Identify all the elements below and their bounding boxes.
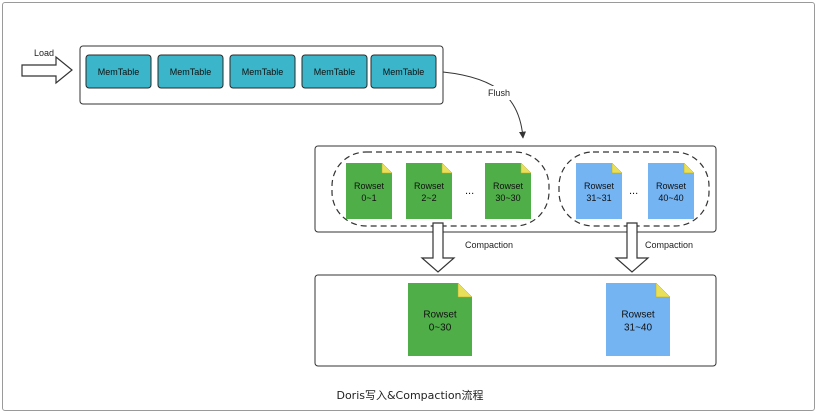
rowset-range: 0~1 (361, 193, 376, 203)
flush-label-bg (484, 86, 518, 100)
flush-label: Flush (488, 88, 510, 98)
compaction-label-right: Compaction (645, 240, 693, 250)
memtable-box: MemTable (370, 54, 437, 89)
memtable-label: MemTable (314, 67, 356, 77)
memtable-box: MemTable (157, 54, 224, 89)
green-rowset-doc: Rowset 2~2 (406, 162, 453, 219)
memtable-box: MemTable (301, 54, 368, 89)
load-label: Load (34, 48, 54, 58)
compacted-rowset-doc: Rowset 0~30 (408, 282, 473, 356)
memtable-box: MemTable (85, 54, 152, 89)
diagram-caption: Doris写入&Compaction流程 (336, 389, 484, 402)
compaction-label-left: Compaction (465, 240, 513, 250)
rowset-label: Rowset (584, 181, 615, 191)
green-rowset-doc: Rowset 30~30 (485, 162, 532, 219)
memtable-box: MemTable (229, 54, 296, 89)
rowset-range: 31~31 (586, 193, 611, 203)
memtable-label: MemTable (383, 67, 425, 77)
green-rowset-group (331, 151, 550, 227)
rowset-label: Rowset (354, 181, 385, 191)
blue-rowset-doc: Rowset 40~40 (648, 162, 695, 219)
rowset-range: 30~30 (495, 193, 520, 203)
rowset-range: 40~40 (658, 193, 683, 203)
ellipsis: ... (465, 185, 474, 197)
rowset-range: 2~2 (421, 193, 436, 203)
green-rowset-doc: Rowset 0~1 (346, 162, 393, 219)
rowset-label: Rowset (621, 310, 655, 321)
compacted-rowset-doc: Rowset 31~40 (606, 282, 671, 356)
compaction-arrow-right (614, 222, 650, 273)
rowset-range: 31~40 (624, 323, 653, 334)
flush-arrow (442, 71, 526, 139)
diagram-border (2, 2, 815, 411)
memtable-label: MemTable (170, 67, 212, 77)
ellipsis: ... (629, 185, 638, 197)
memtable-label: MemTable (242, 67, 284, 77)
compaction-arrow-left (420, 222, 456, 273)
memtable-label: MemTable (98, 67, 140, 77)
blue-rowset-doc: Rowset 31~31 (576, 162, 623, 219)
rowset-label: Rowset (656, 181, 687, 191)
rowset-label: Rowset (423, 310, 457, 321)
load-arrow (21, 55, 73, 85)
rowset-label: Rowset (493, 181, 524, 191)
rowset-range: 0~30 (429, 323, 452, 334)
rowset-label: Rowset (414, 181, 445, 191)
